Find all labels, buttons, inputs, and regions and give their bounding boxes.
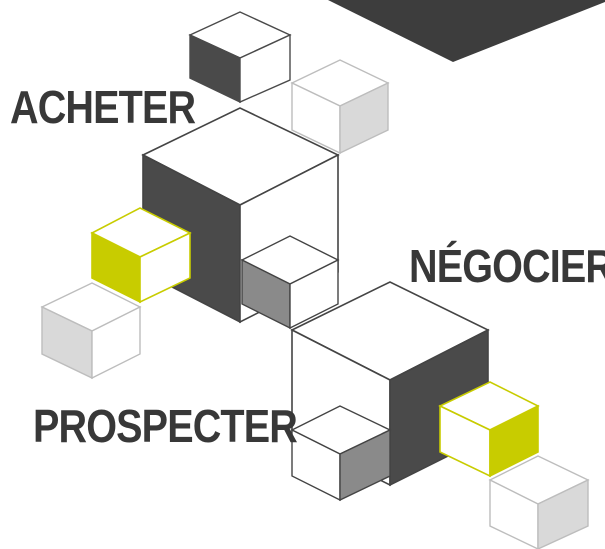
cube-icon xyxy=(488,455,590,549)
cube-icon xyxy=(240,235,340,330)
top-wedge-shape xyxy=(328,0,605,62)
cube-icon xyxy=(40,282,142,380)
cube-icon xyxy=(188,11,292,104)
label-prospecter: PROSPECTER xyxy=(33,400,298,452)
label-negocier: NÉGOCIER xyxy=(409,240,605,292)
label-acheter: ACHETER xyxy=(10,81,196,133)
cube-icon xyxy=(438,381,540,478)
cube-icon xyxy=(290,59,390,155)
cube-icon xyxy=(90,207,192,304)
cube-icon xyxy=(290,405,392,502)
